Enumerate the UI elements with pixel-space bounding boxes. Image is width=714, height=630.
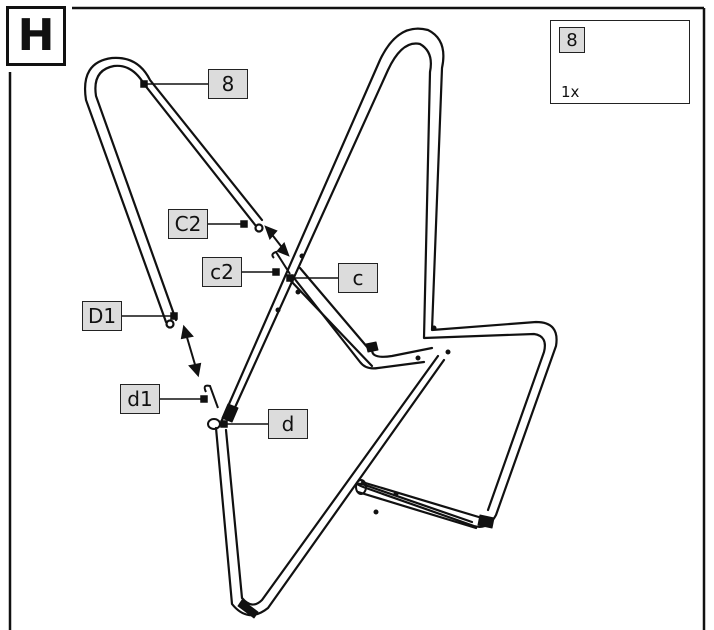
leader-lines — [120, 80, 338, 428]
assembly-arrows — [180, 225, 290, 378]
callout-c: c — [338, 263, 378, 293]
callout-d1: d1 — [120, 384, 160, 414]
step-letter: H — [17, 10, 55, 61]
main-frame — [214, 27, 558, 619]
page-frame — [8, 6, 706, 630]
parts-list-quantity: 1x — [561, 83, 580, 101]
part-8-tube — [83, 56, 264, 329]
callout-D1: D1 — [82, 301, 122, 331]
callout-c2: c2 — [202, 257, 242, 287]
parts-list-part-id: 8 — [559, 27, 585, 53]
callout-C2: C2 — [168, 209, 208, 239]
callout-d: d — [268, 409, 308, 439]
step-label-box: H — [6, 6, 66, 66]
parts-list-box: 8 1x — [550, 20, 690, 104]
joint-ends — [203, 250, 291, 430]
callout-part-8: 8 — [208, 69, 248, 99]
